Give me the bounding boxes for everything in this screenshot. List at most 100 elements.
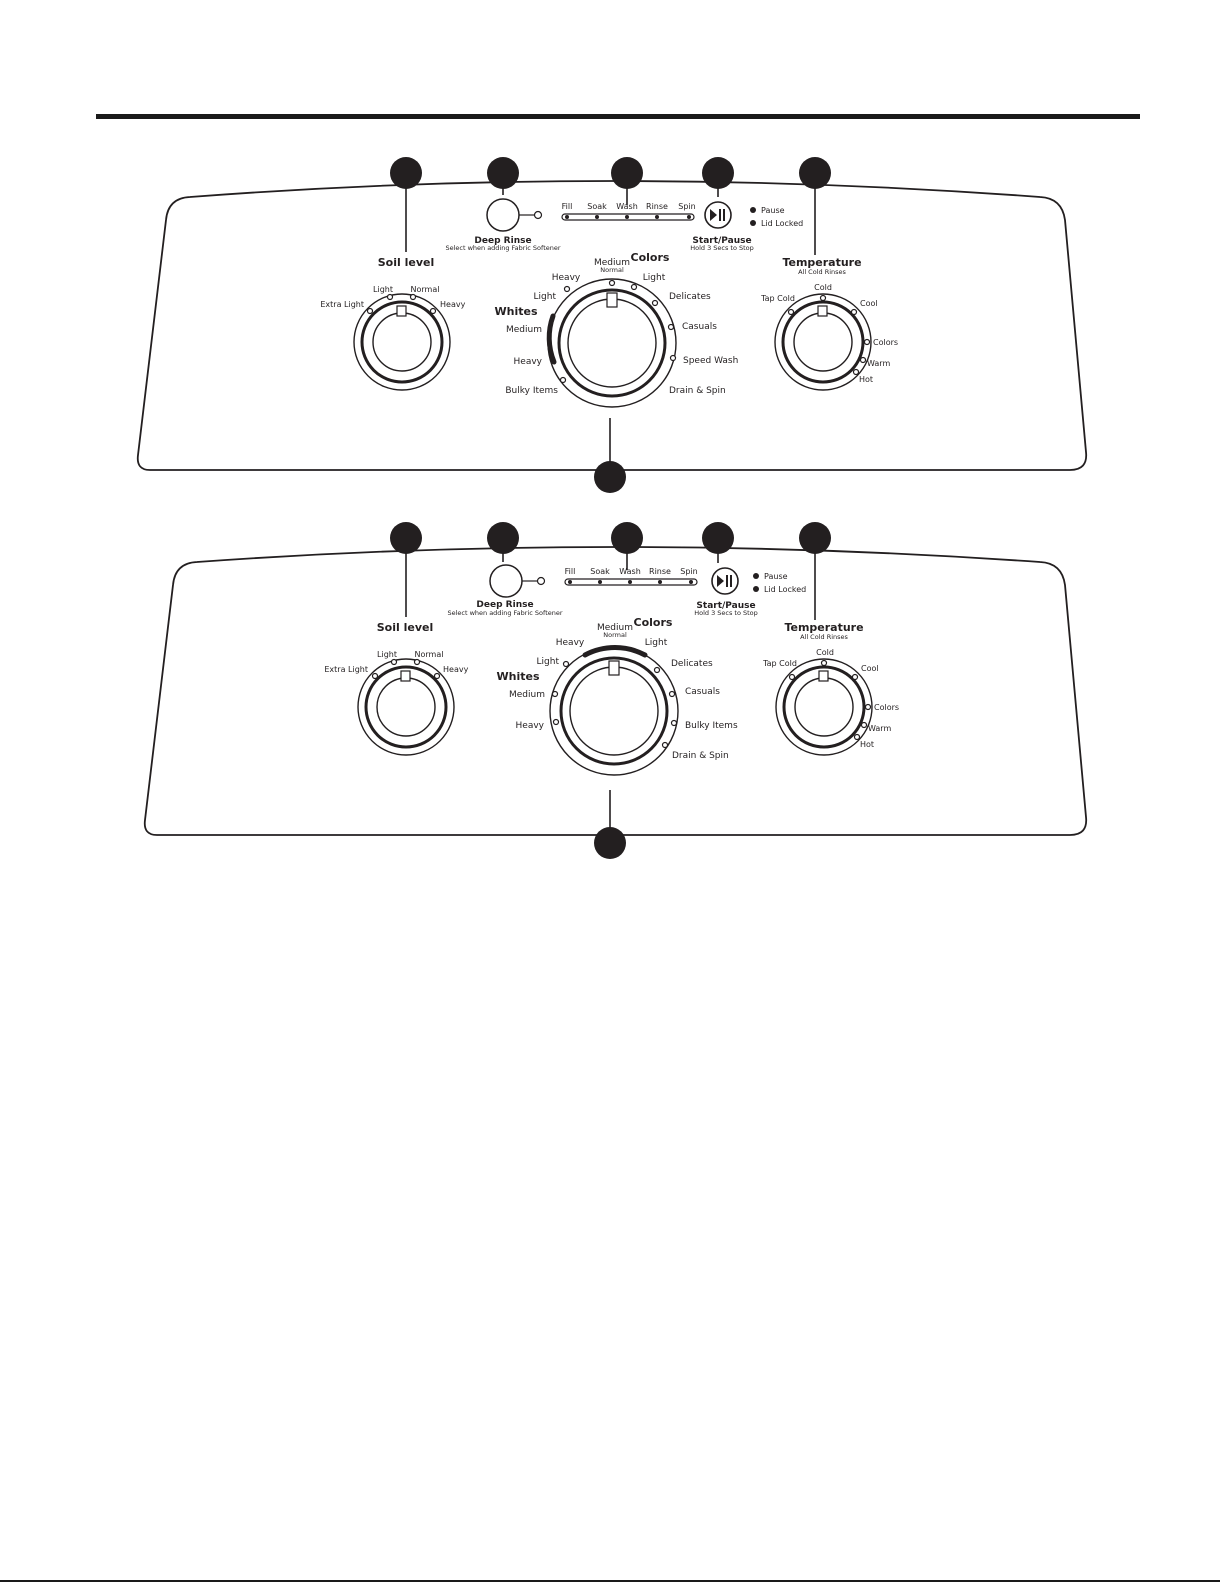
cycle-status-bar: Fill Soak Wash Rinse Spin	[564, 567, 698, 586]
deep-rinse-control: Deep Rinse Select when adding Fabric Sof…	[447, 564, 563, 617]
pause-indicator	[753, 573, 759, 579]
temp-option-label: Hot	[860, 740, 874, 749]
control-panel-1: Deep Rinse Select when adding Fabric Sof…	[136, 157, 1088, 493]
cycle-option-label: Light	[643, 273, 666, 283]
temperature-knob: Temperature All Cold Rinses Tap Cold Col…	[762, 621, 899, 756]
status-stage-label: Rinse	[649, 567, 671, 576]
status-stage-label: Spin	[680, 567, 697, 576]
cycle-option-label: Medium	[509, 690, 545, 700]
temperature-sub: All Cold Rinses	[798, 268, 846, 276]
soil-level-knob: Soil level Extra Light Light Normal Heav…	[320, 256, 466, 391]
start-pause-button[interactable]	[711, 567, 739, 595]
deep-rinse-sub: Select when adding Fabric Softener	[445, 244, 560, 252]
callout-marker	[594, 461, 626, 493]
temperature-title: Temperature	[782, 256, 861, 269]
callout-marker	[702, 522, 734, 554]
status-led	[628, 580, 632, 584]
start-pause-label: Start/Pause	[692, 236, 751, 246]
cycle-option-label: Drain & Spin	[672, 751, 729, 761]
temp-option-label: Cool	[861, 664, 879, 673]
callout-markers	[390, 522, 831, 859]
cycle-option-label: Medium	[506, 325, 542, 335]
play-pause-icon	[717, 575, 732, 587]
pause-indicator-label: Pause	[761, 206, 785, 215]
soil-option-label: Extra Light	[320, 300, 364, 309]
start-pause-button[interactable]	[704, 201, 732, 229]
callout-marker	[594, 827, 626, 859]
deep-rinse-label: Deep Rinse	[474, 236, 531, 246]
status-led	[598, 580, 602, 584]
cycle-option-label: Light	[645, 638, 668, 648]
deep-rinse-button[interactable]	[486, 198, 520, 232]
temp-option-label: Colors	[873, 338, 898, 347]
cycle-option-label: Heavy	[552, 273, 581, 283]
temp-option-led	[820, 659, 828, 667]
cycle-option-label: Speed Wash	[683, 356, 738, 366]
status-stage-label: Wash	[619, 567, 641, 576]
temp-option-led	[819, 294, 827, 302]
temp-option-led	[863, 338, 871, 346]
callout-marker	[611, 157, 643, 189]
temp-option-led	[787, 308, 795, 316]
temp-option-label: Colors	[874, 703, 899, 712]
status-led	[565, 215, 569, 219]
start-pause-label: Start/Pause	[696, 601, 755, 611]
deep-rinse-button[interactable]	[489, 564, 523, 598]
soil-option-label: Light	[373, 285, 393, 294]
cycle-selector-knob: Whites Colors Heavy Medium Normal Light …	[494, 251, 738, 408]
temp-option-led	[851, 673, 859, 681]
deep-rinse-label: Deep Rinse	[476, 600, 533, 610]
callout-marker	[390, 157, 422, 189]
soil-option-led	[371, 672, 379, 680]
temp-option-led	[864, 703, 872, 711]
status-stage-label: Fill	[562, 202, 573, 211]
soil-option-led	[413, 658, 421, 666]
control-panel-2: Deep Rinse Select when adding Fabric Sof…	[143, 522, 1088, 859]
cycle-option-label: Delicates	[671, 659, 713, 669]
cycle-group-colors: Colors	[631, 251, 670, 264]
cycle-group-whites: Whites	[496, 670, 539, 683]
soil-level-knob: Soil level Extra Light Light Normal Heav…	[324, 621, 469, 756]
temp-option-led	[850, 308, 858, 316]
status-stage-label: Wash	[616, 202, 638, 211]
temp-option-label: Tap Cold	[762, 659, 797, 668]
cycle-option-sub: Normal	[600, 266, 624, 274]
lid-locked-indicator	[750, 220, 756, 226]
temperature-title: Temperature	[784, 621, 863, 634]
cycle-selector-knob: Whites Colors Heavy Medium Normal Light …	[496, 616, 738, 776]
temp-option-led	[853, 733, 861, 741]
pause-indicator	[750, 207, 756, 213]
temp-option-label: Tap Cold	[760, 294, 795, 303]
start-pause-sub: Hold 3 Secs to Stop	[694, 609, 758, 617]
lid-locked-label: Lid Locked	[761, 219, 803, 228]
cycle-option-label: Bulky Items	[685, 721, 738, 731]
soil-level-title: Soil level	[378, 256, 434, 269]
cycle-option-label: Light	[534, 292, 557, 302]
status-led	[687, 215, 691, 219]
callout-marker	[487, 157, 519, 189]
callout-marker	[799, 522, 831, 554]
status-stage-label: Fill	[565, 567, 576, 576]
deep-rinse-led	[533, 210, 543, 220]
cycle-status-bar: Fill Soak Wash Rinse Spin	[561, 202, 696, 221]
soil-level-title: Soil level	[377, 621, 433, 634]
status-stage-label: Rinse	[646, 202, 668, 211]
footer-rule	[0, 1580, 1220, 1582]
status-led	[568, 580, 572, 584]
status-led	[689, 580, 693, 584]
temp-option-label: Warm	[868, 724, 891, 733]
temperature-sub: All Cold Rinses	[800, 633, 848, 641]
callout-marker	[487, 522, 519, 554]
status-stage-label: Soak	[587, 202, 607, 211]
cycle-option-label: Delicates	[669, 292, 711, 302]
soil-option-label: Normal	[415, 650, 444, 659]
status-led	[658, 580, 662, 584]
cycle-option-label: Heavy	[514, 357, 543, 367]
cycle-option-label: Heavy	[556, 638, 585, 648]
play-pause-icon	[710, 209, 725, 221]
cycle-option-label: Medium	[597, 623, 633, 633]
callout-marker	[702, 157, 734, 189]
cycle-option-label: Casuals	[685, 687, 720, 697]
soil-option-label: Extra Light	[324, 665, 368, 674]
soil-option-label: Light	[377, 650, 397, 659]
